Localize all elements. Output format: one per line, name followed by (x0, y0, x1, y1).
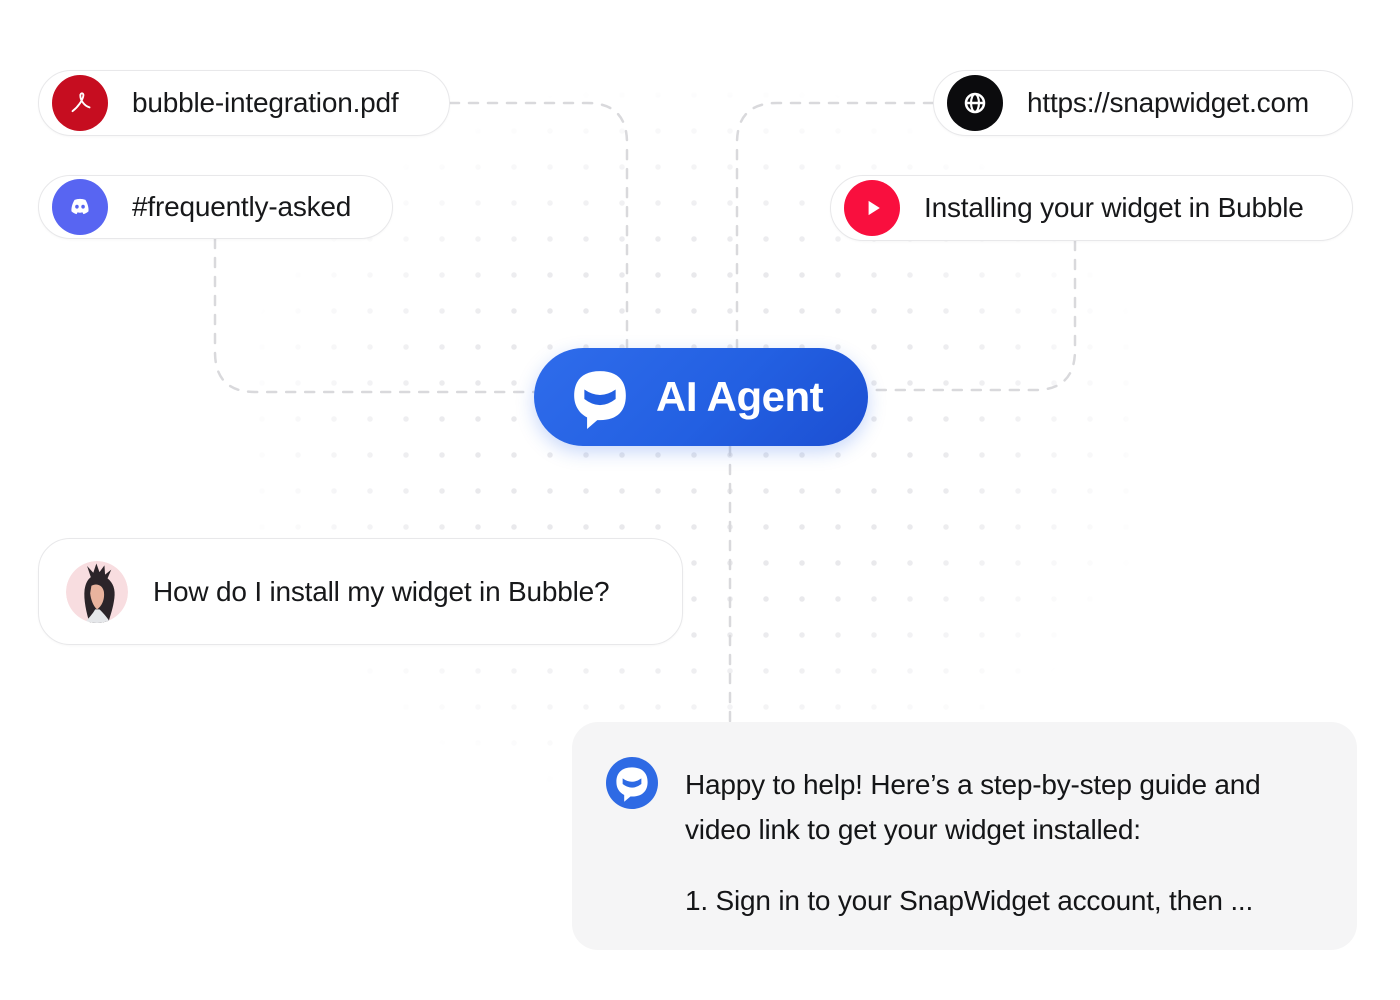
agent-answer-text: Happy to help! Here’s a step-by-step gui… (685, 762, 1329, 923)
source-chip-video[interactable]: Installing your widget in Bubble (830, 175, 1353, 241)
chat-bubble-logo-icon (606, 757, 658, 809)
agent-answer-message: Happy to help! Here’s a step-by-step gui… (572, 722, 1357, 950)
user-question-text: How do I install my widget in Bubble? (153, 575, 610, 607)
source-chip-discord[interactable]: #frequently-asked (38, 175, 393, 239)
globe-icon (947, 75, 1003, 131)
source-chip-pdf-label: bubble-integration.pdf (132, 87, 399, 118)
discord-icon (52, 179, 108, 235)
chat-bubble-logo-icon (574, 371, 626, 429)
source-chip-website[interactable]: https://snapwidget.com (933, 70, 1353, 136)
source-chip-pdf[interactable]: bubble-integration.pdf (38, 70, 450, 136)
user-avatar (66, 560, 128, 623)
agent-answer-paragraph: Happy to help! Here’s a step-by-step gui… (685, 769, 1261, 845)
source-chip-video-label: Installing your widget in Bubble (924, 192, 1304, 223)
ai-agent-pill[interactable]: AI Agent (534, 348, 868, 446)
source-chip-discord-label: #frequently-asked (132, 191, 352, 222)
pdf-acrobat-icon (52, 75, 108, 131)
source-chip-website-label: https://snapwidget.com (1027, 87, 1309, 118)
ai-agent-label: AI Agent (656, 373, 824, 420)
agent-answer-step: 1. Sign in to your SnapWidget account, t… (685, 885, 1254, 916)
play-icon (844, 180, 900, 236)
user-question-message: How do I install my widget in Bubble? (38, 538, 683, 645)
